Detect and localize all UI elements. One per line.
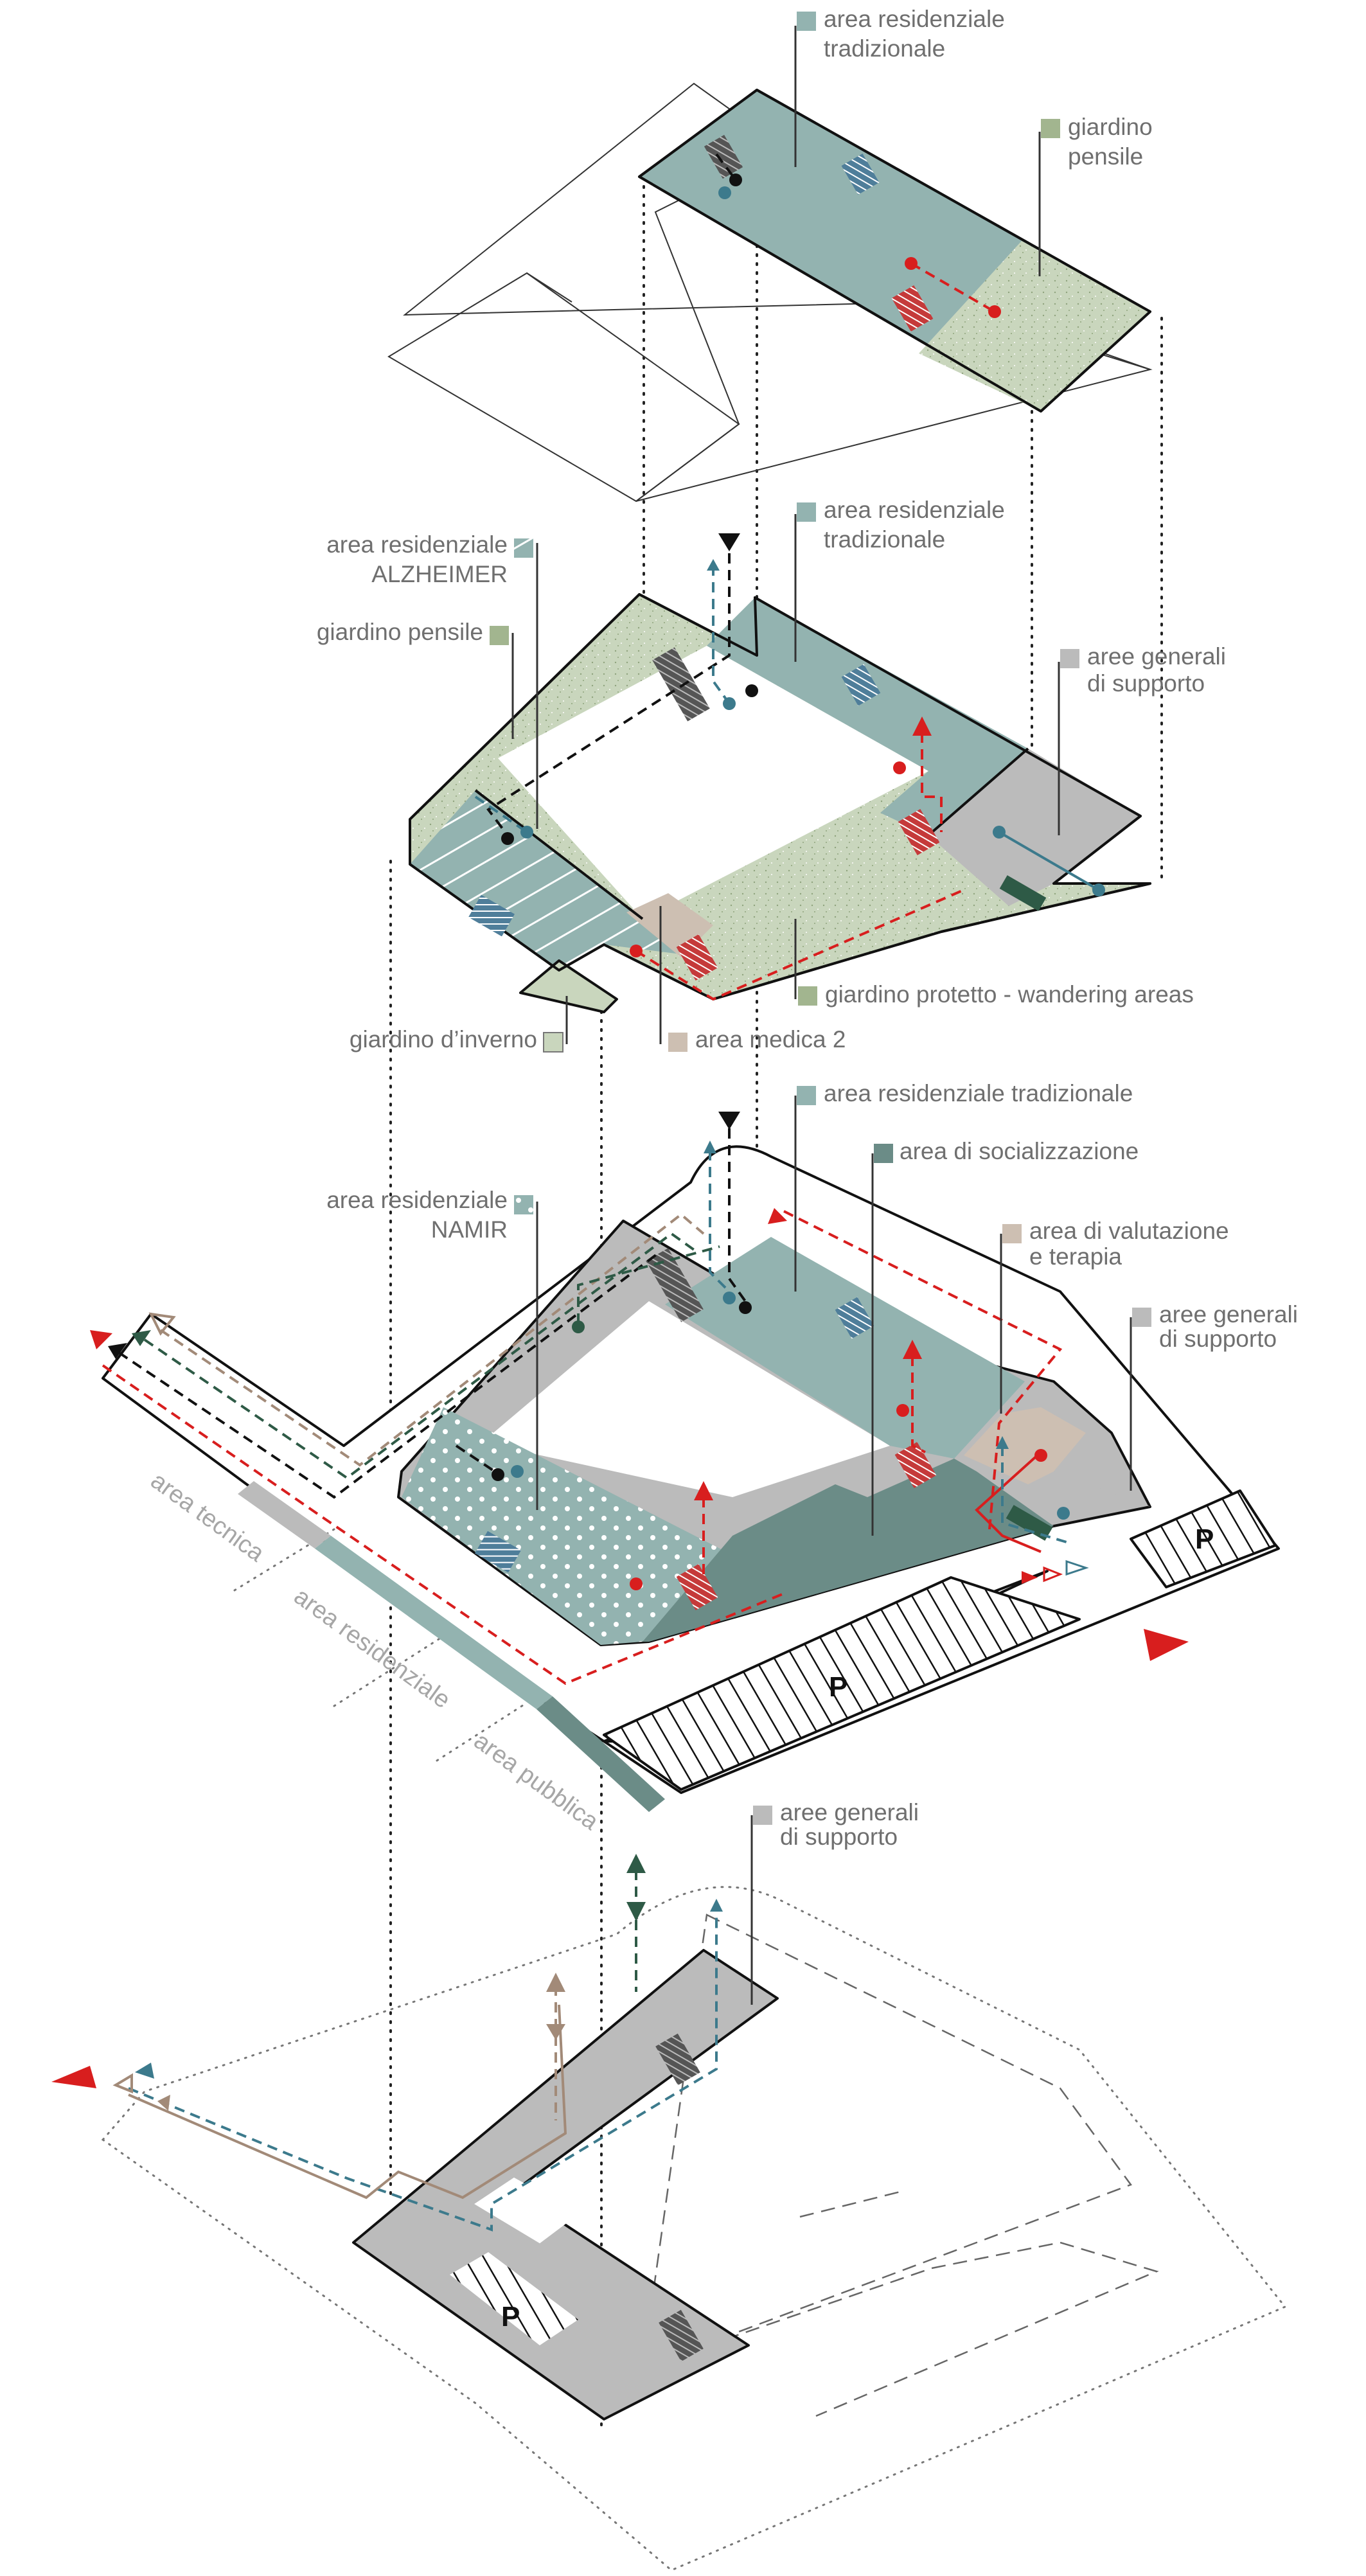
l2-pensile: giardino pensile [317,619,483,645]
l4-parking-label: P [501,2301,520,2332]
l4-slab [352,1949,779,2421]
svg-text:pensile: pensile [1068,143,1143,170]
l3-parking-small-label: P [1195,1523,1214,1555]
svg-text:P: P [829,1671,847,1703]
l1-giardino-1: giardino [1068,114,1153,140]
l2-res-trad-1: area residenziale [824,497,1005,523]
l2-supp-1: aree generali [1087,643,1226,670]
svg-text:di supporto: di supporto [780,1824,898,1850]
svg-text:giardino: giardino [1068,114,1153,140]
level-4-labels: aree generali di supporto P [501,1799,919,2332]
svg-text:tradizionale: tradizionale [824,35,945,62]
l3-val-1: area di valutazione [1029,1218,1229,1244]
svg-text:di supporto: di supporto [1087,670,1205,697]
level-2-labels: area residenziale ALZHEIMER giardino pen… [317,497,1226,1053]
roof-outline-b [387,272,740,502]
l2-res-trad [707,598,1028,835]
l4-supp-1: aree generali [780,1799,919,1825]
l2-alzheimer [410,790,681,970]
l1-res-trad-1: area residenziale [824,6,1005,32]
zone-bar-pubblica [537,1696,665,1812]
zone-bar-residenziale [315,1536,553,1709]
l3-supp-2: di supporto [1159,1326,1277,1352]
svg-text:aree generali: aree generali [1087,643,1226,670]
l3-social: area di socializzazione [900,1138,1139,1164]
svg-text:area residenziale: area residenziale [326,531,508,558]
svg-text:area residenziale: area residenziale [824,6,1005,32]
svg-text:giardino d’inverno: giardino d’inverno [350,1026,537,1053]
svg-text:aree generali: aree generali [1159,1301,1298,1328]
l3-supp-1: aree generali [1159,1301,1298,1328]
l3-parking-small [1130,1489,1277,1588]
level-3-labels: area residenziale tradizionale area di s… [326,1080,1298,1703]
l3-socializzazione [643,1459,1054,1642]
l3-courtyard [482,1301,890,1497]
level-4-basement [51,1854,1287,2572]
svg-text:giardino protetto - wandering: giardino protetto - wandering areas [825,981,1194,1008]
l2-inner-courtyard [498,646,928,919]
l2-protetto: giardino protetto - wandering areas [825,981,1194,1008]
svg-text:NAMIR: NAMIR [431,1216,508,1243]
l2-supp-2: di supporto [1087,670,1205,697]
l3-res-trad: area residenziale tradizionale [824,1080,1133,1106]
svg-text:area di valutazione: area di valutazione [1029,1218,1229,1244]
level-3-ground-floor [90,1112,1280,1794]
svg-text:e terapia: e terapia [1029,1243,1122,1270]
svg-text:P: P [501,2301,520,2332]
l3-supporto-right [1054,1433,1150,1507]
l3-parking-large [603,1576,1081,1791]
svg-text:area di socializzazione: area di socializzazione [900,1138,1139,1164]
roof-garden [919,241,1150,411]
svg-text:tradizionale: tradizionale [824,526,945,553]
l3-namir-2: NAMIR [431,1216,508,1243]
legend-swatch-teal [797,12,816,31]
l3-valutazione [964,1407,1086,1484]
zone-bar-tecnica [238,1481,331,1549]
l2-res-trad-2: tradizionale [824,526,945,553]
svg-text:area residenziale: area residenziale [326,1187,508,1213]
level-1-labels: area residenziale tradizionale giardino … [794,6,1153,276]
l1-res-trad-2: tradizionale [824,35,945,62]
svg-text:ALZHEIMER: ALZHEIMER [371,561,508,587]
l3-namir [402,1407,732,1645]
l3-namir-1: area residenziale [326,1187,508,1213]
l2-alz-2: ALZHEIMER [371,561,508,587]
svg-text:area medica 2: area medica 2 [695,1026,846,1053]
level-2-floor [409,533,1151,1013]
l3-res-trad [665,1237,1025,1459]
svg-text:area residenziale: area residenziale [824,497,1005,523]
l1-giardino-2: pensile [1068,143,1143,170]
l3-parking-large-label: P [829,1671,847,1703]
svg-text:giardino pensile: giardino pensile [317,619,483,645]
svg-text:area residenziale tradizionale: area residenziale tradizionale [824,1080,1133,1106]
svg-text:aree generali: aree generali [780,1799,919,1825]
l2-supporto [928,749,1140,906]
legend-swatch-green-2 [490,626,509,645]
legend-swatch-green [1041,119,1060,138]
l4-supp-2: di supporto [780,1824,898,1850]
l3-val-2: e terapia [1029,1243,1122,1270]
level-1-roof [387,82,1153,502]
l2-inverno: giardino d’inverno [350,1026,537,1053]
svg-text:P: P [1195,1523,1214,1555]
l2-alz-1: area residenziale [326,531,508,558]
svg-text:di supporto: di supporto [1159,1326,1277,1352]
legend-swatch-stripes [514,538,533,558]
l2-inverno [519,959,618,1013]
l2-medica: area medica 2 [695,1026,846,1053]
